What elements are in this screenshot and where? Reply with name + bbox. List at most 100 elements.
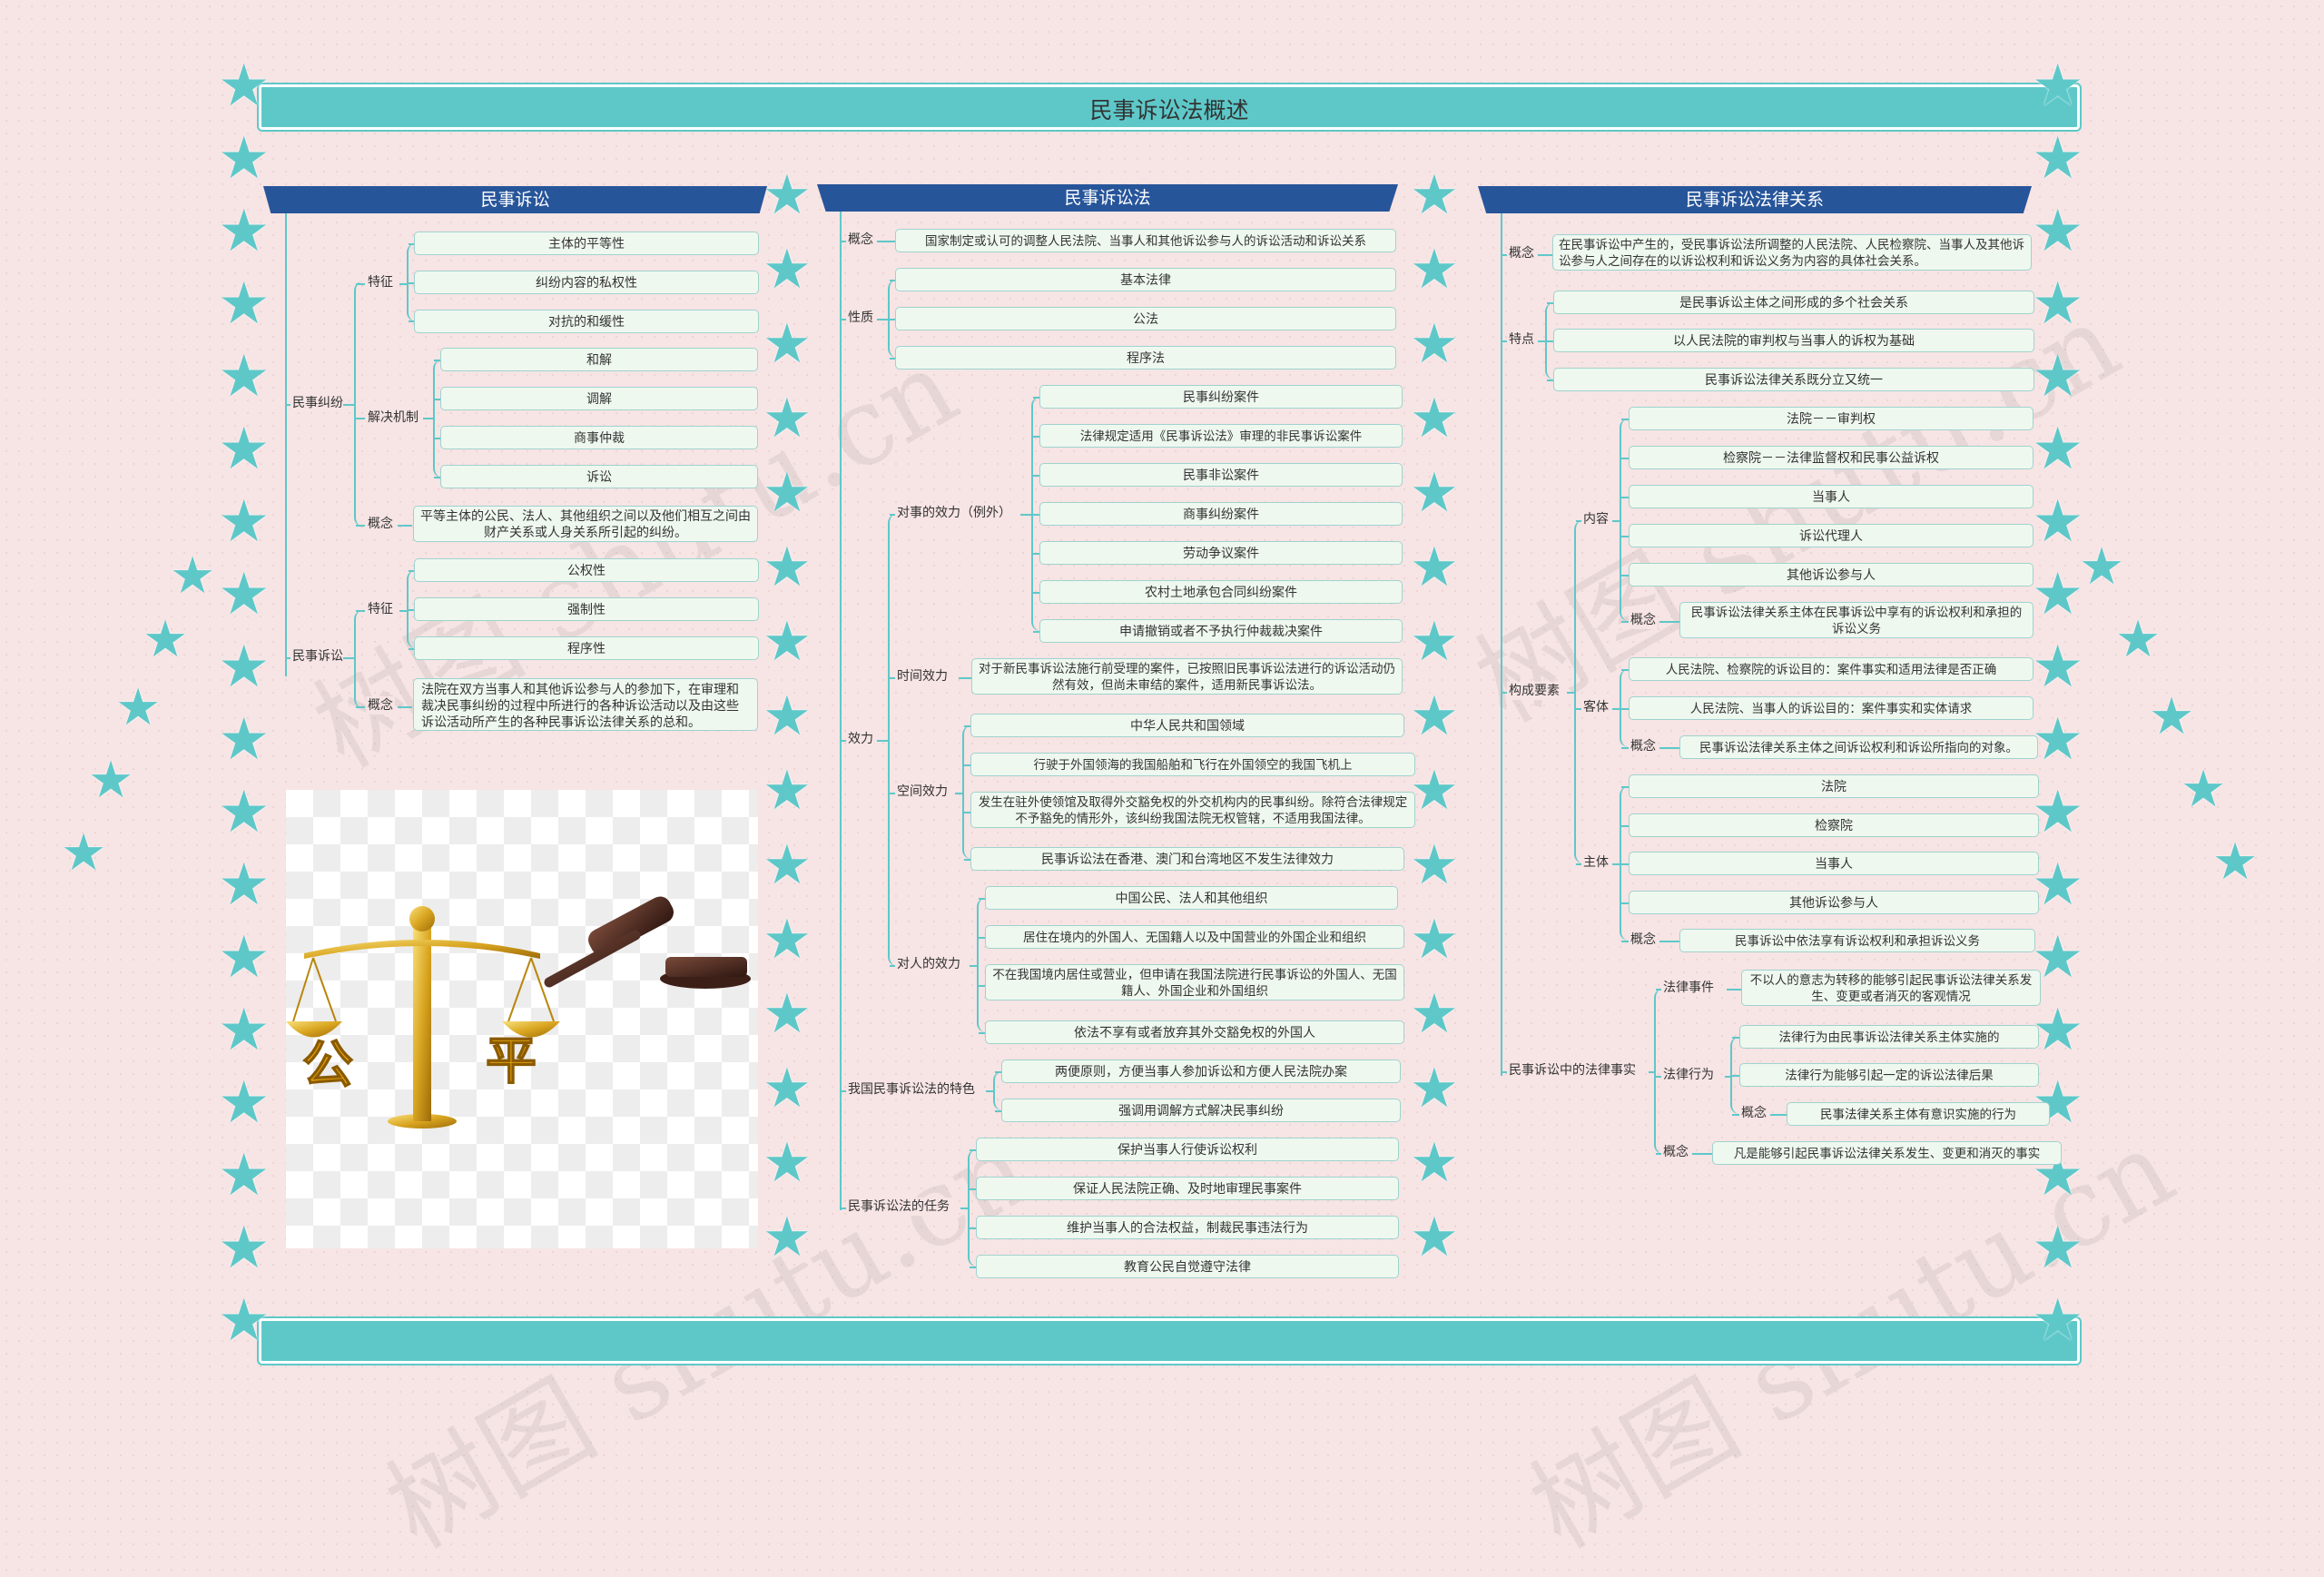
litigation-feature-item: 程序性 [414, 636, 759, 660]
star-icon: ★ [1410, 982, 1459, 1046]
star-icon: ★ [2149, 687, 2195, 746]
dispute-feature-label: 特征 [366, 273, 395, 291]
law-feature-label: 我国民事诉讼法的特色 [846, 1080, 977, 1099]
person-effect-item: 依法不享有或者放弃其外交豁免权的外国人 [985, 1020, 1404, 1044]
star-icon: ★ [763, 982, 812, 1046]
star-icon: ★ [763, 685, 812, 748]
star-icon: ★ [2032, 706, 2084, 774]
matter-effect-item: 商事纠纷案件 [1039, 502, 1403, 526]
relation-concept: 在民事诉讼中产生的，受民事诉讼法所调整的人民法院、人民检察院、当事人及其他诉讼参… [1552, 234, 2032, 271]
star-icon: ★ [1410, 1131, 1459, 1195]
nature-item: 公法 [895, 307, 1396, 330]
mind-map-stage: 树图 shutu.cn 树图 shutu.cn 树图 shutu.cn 树图 s… [61, 57, 2259, 1572]
col1-header: 民事诉讼 [263, 186, 767, 213]
litigation-feature-item: 公权性 [414, 558, 759, 582]
star-icon: ★ [2032, 852, 2084, 919]
nature-item: 程序法 [895, 346, 1396, 370]
legal-act-item: 法律行为能够引起一定的诉讼法律后果 [1739, 1063, 2039, 1087]
star-icon: ★ [763, 387, 812, 450]
matter-effect-item: 民事非讼案件 [1039, 463, 1403, 487]
object-label: 客体 [1581, 698, 1610, 716]
star-icon: ★ [2181, 760, 2227, 819]
star-icon: ★ [2032, 416, 2084, 483]
star-icon: ★ [1410, 1057, 1459, 1120]
star-icon: ★ [2032, 271, 2084, 338]
star-icon: ★ [218, 634, 271, 701]
mechanism-item: 商事仲裁 [440, 426, 758, 449]
justice-scale-image: 公 平 [286, 790, 758, 1248]
star-icon: ★ [218, 343, 271, 410]
space-effect-item: 行驶于外国领海的我国船舶和飞行在外国领空的我国飞机上 [970, 753, 1415, 776]
star-icon: ★ [2032, 634, 2084, 701]
star-icon: ★ [218, 1142, 271, 1209]
ping-character: 平 [486, 1031, 537, 1091]
matter-effect-item: 民事纠纷案件 [1039, 385, 1403, 409]
content-item: 检察院－－法律监督权和民事公益诉权 [1629, 446, 2034, 469]
dispute-feature-item: 对抗的和缓性 [414, 310, 759, 333]
relation-concept-label: 概念 [1507, 244, 1536, 262]
legal-event-label: 法律事件 [1661, 979, 1716, 997]
star-icon: ★ [218, 1287, 271, 1355]
effect-label: 效力 [846, 730, 875, 748]
gong-character: 公 [302, 1035, 353, 1095]
object-item: 人民法院、检察院的诉讼目的：案件事实和适用法律是否正确 [1629, 657, 2034, 681]
star-icon: ★ [763, 312, 812, 376]
matter-effect-item: 劳动争议案件 [1039, 541, 1403, 565]
star-icon: ★ [1410, 387, 1459, 450]
star-icon: ★ [763, 610, 812, 674]
star-icon: ★ [115, 678, 162, 737]
star-icon: ★ [763, 1057, 812, 1120]
mechanism-label: 解决机制 [366, 409, 420, 427]
scale-and-gavel-illustration: 公 平 [286, 896, 751, 1129]
space-effect-label: 空间效力 [895, 783, 950, 801]
star-icon: ★ [218, 1069, 271, 1137]
law-task-item: 维护当事人的合法权益，制裁民事违法行为 [976, 1216, 1399, 1239]
col2-header: 民事诉讼法 [817, 184, 1398, 212]
mechanism-item: 调解 [440, 387, 758, 410]
subject-item: 其他诉讼参与人 [1629, 891, 2039, 914]
star-icon: ★ [1410, 610, 1459, 674]
star-icon: ★ [1410, 238, 1459, 301]
star-icon: ★ [763, 238, 812, 301]
star-icon: ★ [218, 271, 271, 338]
star-icon: ★ [218, 561, 271, 628]
subject-concept-label: 概念 [1629, 931, 1658, 949]
star-icon: ★ [218, 997, 271, 1064]
star-icon: ★ [218, 852, 271, 919]
star-icon: ★ [143, 610, 189, 669]
time-effect: 对于新民事诉讼法施行前受理的案件，已按照旧民事诉讼法进行的诉讼活动仍然有效，但尚… [971, 658, 1403, 695]
dispute-label: 民事纠纷 [290, 394, 345, 412]
star-icon: ★ [1410, 312, 1459, 376]
elements-label: 构成要素 [1507, 682, 1561, 700]
star-icon: ★ [2032, 779, 2084, 846]
star-icon: ★ [170, 547, 216, 606]
mechanism-item: 和解 [440, 348, 758, 371]
star-icon: ★ [2212, 833, 2259, 892]
law-task-item: 教育公民自觉遵守法律 [976, 1255, 1399, 1278]
star-icon: ★ [88, 751, 134, 810]
star-icon: ★ [763, 163, 812, 227]
relation-trait-item: 民事诉讼法律关系既分立又统一 [1553, 368, 2034, 391]
star-icon: ★ [218, 706, 271, 774]
page-title: 民事诉讼法概述 [1089, 97, 1249, 123]
star-icon: ★ [1410, 461, 1459, 525]
star-icon: ★ [2032, 488, 2084, 556]
star-icon: ★ [1410, 685, 1459, 748]
star-icon: ★ [763, 759, 812, 823]
star-icon: ★ [2032, 1287, 2084, 1355]
subject-item: 检察院 [1629, 813, 2039, 837]
star-icon: ★ [61, 823, 107, 882]
star-icon: ★ [218, 416, 271, 483]
star-icon: ★ [218, 198, 271, 265]
person-effect-item: 中国公民、法人和其他组织 [985, 886, 1398, 910]
litigation-concept: 法院在双方当事人和其他诉讼参与人的参加下，在审理和裁决民事纠纷的过程中所进行的各… [413, 678, 758, 731]
time-effect-label: 时间效力 [895, 667, 950, 685]
star-icon: ★ [763, 833, 812, 897]
star-icon: ★ [2115, 610, 2162, 669]
person-effect-item: 不在我国境内居住或营业，但申请在我国法院进行民事诉讼的外国人、无国籍人、外国企业… [985, 964, 1404, 1000]
legal-act-concept-label: 概念 [1739, 1104, 1768, 1122]
mechanism-item: 诉讼 [440, 465, 758, 488]
law-feature-item: 强调用调解方式解决民事纠纷 [1001, 1099, 1401, 1122]
law-concept: 国家制定或认可的调整人民法院、当事人和其他诉讼参与人的诉讼活动和诉讼关系 [895, 229, 1396, 252]
litigation-label: 民事诉讼 [290, 647, 345, 665]
